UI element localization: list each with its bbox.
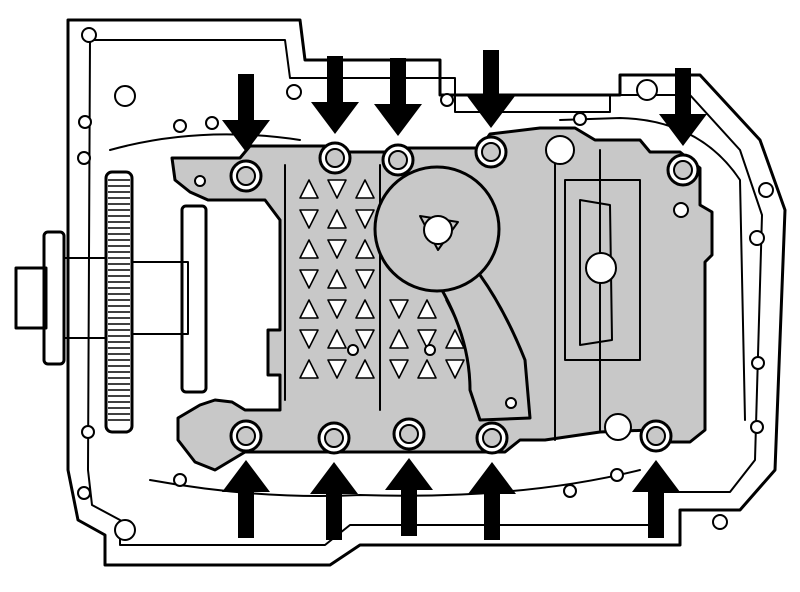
bolt <box>392 417 426 451</box>
triangle-pocket <box>355 179 375 199</box>
triangle-pocket <box>299 329 319 349</box>
pump-rotor-and-pickup <box>373 165 532 422</box>
triangle-pocket <box>299 359 319 379</box>
triangle-pocket <box>355 239 375 259</box>
triangle-pocket <box>299 239 319 259</box>
triangle-pocket <box>327 269 347 289</box>
triangle-pocket <box>355 329 375 349</box>
bolt <box>475 421 509 455</box>
triangle-pocket <box>417 299 437 319</box>
triangle-pocket <box>417 329 437 349</box>
triangle-pocket <box>299 179 319 199</box>
arrow <box>467 50 515 128</box>
triangle-pocket <box>327 329 347 349</box>
arrow <box>385 458 433 536</box>
body-detail-circles <box>194 135 689 441</box>
arrow <box>374 58 422 136</box>
bolt <box>317 421 351 455</box>
bolt <box>318 141 352 175</box>
triangle-pocket <box>299 299 319 319</box>
triangle-pocket <box>389 299 409 319</box>
arrow <box>222 74 270 152</box>
bolt <box>474 135 508 169</box>
triangle-pocket <box>355 359 375 379</box>
gasket-holes <box>77 27 774 541</box>
bolt <box>381 143 415 177</box>
triangle-pocket <box>355 209 375 229</box>
triangle-pocket <box>327 299 347 319</box>
arrow <box>632 460 680 538</box>
triangle-pocket <box>327 359 347 379</box>
arrow <box>311 56 359 134</box>
crankshaft-and-sprocket <box>14 170 208 434</box>
triangle-pocket <box>389 329 409 349</box>
arrow <box>222 460 270 538</box>
arrow <box>659 68 707 146</box>
bolt <box>666 153 700 187</box>
arrow <box>310 462 358 540</box>
arrows <box>222 50 707 540</box>
triangle-pocket <box>299 269 319 289</box>
triangle-pocket <box>389 359 409 379</box>
triangle-pocket <box>327 209 347 229</box>
arrow <box>468 462 516 540</box>
triangle-pocket <box>299 209 319 229</box>
bolts <box>229 135 700 455</box>
triangle-pocket <box>327 239 347 259</box>
triangle-pocket <box>355 299 375 319</box>
triangle-pocket <box>445 359 465 379</box>
bolt <box>229 159 263 193</box>
triangle-pocket <box>417 359 437 379</box>
bolt <box>639 419 673 453</box>
sprocket-teeth <box>108 179 130 421</box>
bolt <box>229 419 263 453</box>
triangle-pocket <box>327 179 347 199</box>
triangle-pocket <box>445 329 465 349</box>
triangle-pocket <box>355 269 375 289</box>
